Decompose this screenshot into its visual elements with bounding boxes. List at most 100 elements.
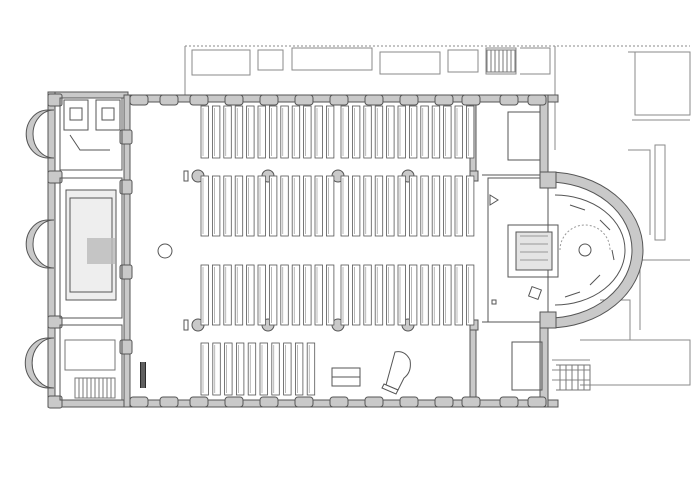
pilaster [119,264,133,280]
pew [246,105,255,159]
pew [268,175,278,237]
stair-icon [556,364,591,391]
pew [280,175,289,237]
pew [408,264,418,326]
pew [454,175,463,237]
pew [291,175,301,237]
pew [234,264,244,326]
narthex [59,97,123,401]
pews-upper-middle-right [340,175,475,237]
pew [223,175,232,237]
pew [314,175,323,237]
pew [223,264,232,326]
pew [351,105,361,159]
pew [465,175,475,237]
pew [306,342,316,396]
pew [223,105,232,159]
pew [259,342,268,396]
pew [340,175,349,237]
pew [325,175,335,237]
pew [325,264,335,326]
pew [235,342,245,396]
pew [271,342,280,396]
pew [280,264,289,326]
font-icon [157,243,173,259]
pew [420,264,429,326]
pew [454,264,463,326]
pilaster [527,396,547,408]
pew [234,105,244,159]
pew [340,264,349,326]
pew [303,105,312,159]
pew [465,264,475,326]
pew [420,175,429,237]
pilaster [119,129,133,145]
pew [246,264,255,326]
pew [303,264,312,326]
pew [351,264,361,326]
stair-icon [87,238,115,264]
pew [294,342,304,396]
column-base [183,319,189,331]
pews-upper-middle-left [200,175,335,237]
pews-lower-middle-left [200,264,335,326]
pilaster [499,94,519,106]
pilaster [189,396,209,408]
pew [325,105,335,159]
pilaster [434,396,454,408]
pilaster [461,94,481,106]
pilaster [119,179,133,195]
pew [465,105,475,159]
pilaster [119,339,133,355]
apse [539,171,644,329]
pew [408,105,418,159]
pew [374,105,384,159]
pew [211,264,221,326]
column-base [183,170,189,182]
pew [291,105,301,159]
organ-icon [140,362,146,388]
pew [247,342,257,396]
pilaster [224,94,244,106]
pilaster [129,94,149,106]
pews-south [200,342,316,396]
pew [257,264,266,326]
pew [314,264,323,326]
pew [303,175,312,237]
pew [211,105,221,159]
pilaster [329,94,349,106]
pew [268,264,278,326]
bench [331,367,361,387]
pew [374,175,384,237]
pew [200,175,209,237]
pilaster [159,396,179,408]
pew [443,264,452,326]
pew [431,105,441,159]
pew [374,264,384,326]
pilaster [47,395,63,409]
stair-icon [64,339,116,399]
pilaster [294,94,314,106]
pew [314,105,323,159]
stair-icon [486,49,516,73]
pilaster [47,170,63,184]
pilaster [47,93,63,107]
pew [386,105,395,159]
pew [340,105,349,159]
pew [431,264,441,326]
pew [363,264,372,326]
pew [280,105,289,159]
toilet-rooms [63,99,121,151]
pew [200,264,209,326]
pew [397,175,406,237]
pilaster [259,396,279,408]
pilaster [294,396,314,408]
pew [212,342,221,396]
pilaster [224,396,244,408]
pilaster [399,94,419,106]
pilaster [159,94,179,106]
pew [257,105,266,159]
pew [200,342,209,396]
pew [443,105,452,159]
